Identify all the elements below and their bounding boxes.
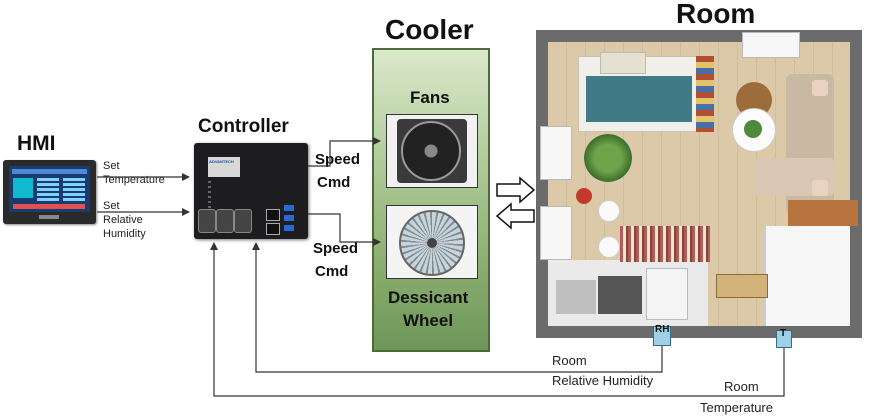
dessicant-label-2: Wheel [403,311,454,330]
fans-label: Fans [410,88,450,107]
set-rh-label-2: Relative [103,214,143,226]
room-rh-label-2: Relative Humidity [552,373,654,388]
room-t-label-2: Temperature [700,400,773,415]
t-sensor-tag: T [780,328,787,339]
rh-feedback-line [252,242,663,373]
controller-title: Controller [198,116,289,137]
set-temperature-label-1: Set [103,160,120,172]
dessicant-wheel-image [386,205,478,279]
room-rh-label-1: Room [552,353,587,368]
hmi-screen [9,166,90,212]
return-air-arrow [495,202,535,230]
hmi-device [3,160,96,224]
dessicant-label-1: Dessicant [388,288,469,307]
ethernet-port-1 [266,209,280,221]
serial-port-3 [234,209,252,233]
t-sensor-icon [776,330,792,348]
usb-port-3 [284,225,294,231]
controller-brand: ADVANTECH [209,159,234,164]
speed-cmd-2-label-1: Speed [313,240,359,257]
speed-cmd-1-label-1: Speed [315,151,361,168]
hmi-title: HMI [17,132,56,155]
room-t-label-1: Room [724,379,759,394]
supply-air-arrow [496,176,536,204]
set-rh-label-1: Set [103,200,120,212]
serial-port-2 [216,209,234,233]
usb-port-2 [284,215,294,221]
cooler-title: Cooler [385,14,474,45]
speed-cmd-2-label-2: Cmd [315,263,349,280]
controller-device: ADVANTECH [194,143,308,239]
temp-feedback-line [210,242,785,397]
rh-sensor-tag: RH [655,324,670,335]
set-rh-label-3: Humidity [103,228,146,240]
ethernet-port-2 [266,223,280,235]
room-title: Room [676,0,756,29]
usb-port-1 [284,205,294,211]
rh-sensor-icon [653,326,671,346]
speed-cmd-wheel-arrow [308,213,381,246]
fan-image [386,114,478,188]
serial-port-1 [198,209,216,233]
speed-cmd-fans-arrow [308,137,381,167]
speed-cmd-1-label-2: Cmd [317,174,351,191]
cooler-panel [372,48,490,352]
room-floorplan [536,30,862,338]
controller-badge [208,157,240,177]
